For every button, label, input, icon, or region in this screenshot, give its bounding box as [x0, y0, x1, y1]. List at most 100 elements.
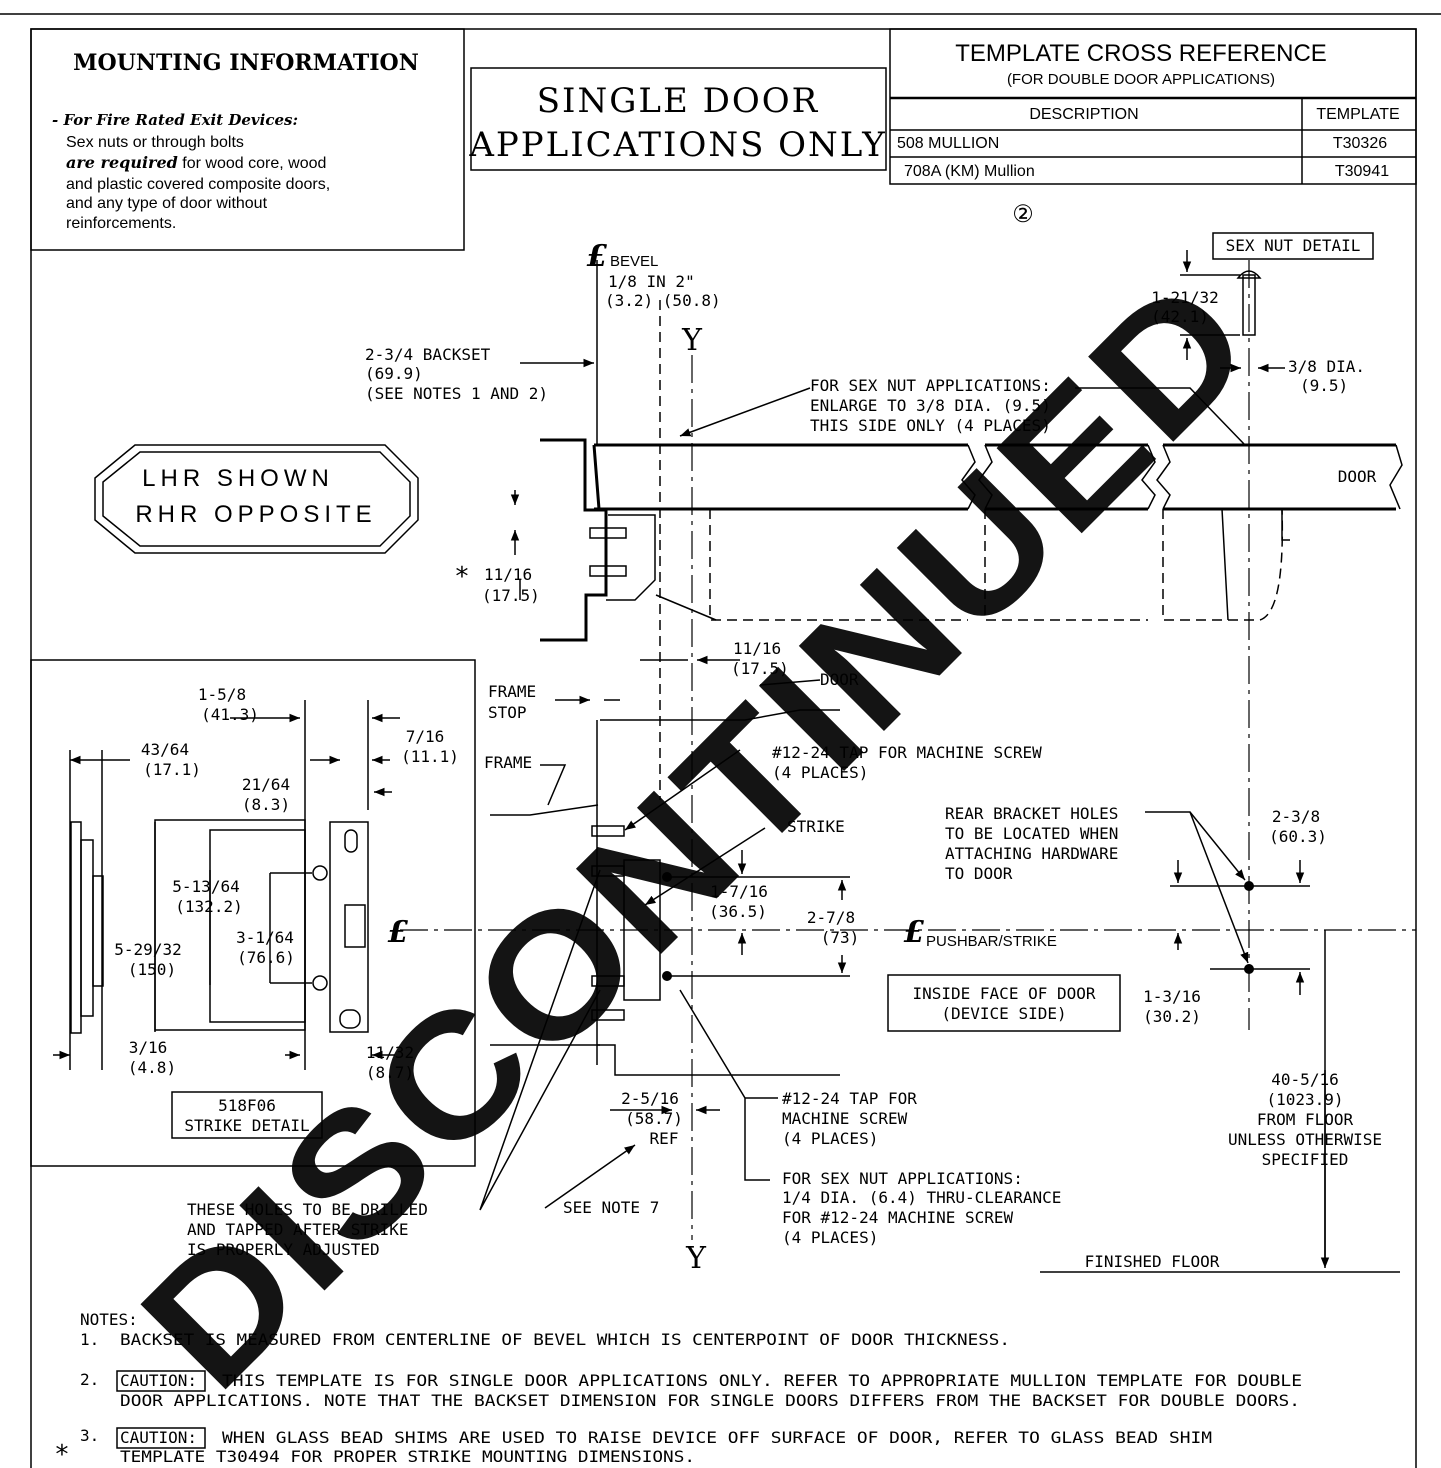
- cross-ref-row-2-template: T30941: [1335, 163, 1389, 180]
- tap2-line-1: #12-24 TAP FOR: [782, 1089, 917, 1108]
- note-2-line-a: THIS TEMPLATE IS FOR SINGLE DOOR APPLICA…: [222, 1371, 1302, 1390]
- dim-3-16: 3/16: [129, 1038, 168, 1057]
- bevel-mm: (3.2) (50.8): [605, 291, 721, 310]
- bevel-label: BEVEL: [610, 253, 658, 270]
- dim-5-29-32: 5-29/32: [114, 940, 181, 959]
- see-note-7: SEE NOTE 7: [563, 1198, 659, 1217]
- y-axis-bottom: Y: [685, 1241, 707, 1276]
- mounting-line-1: Sex nuts or through bolts: [66, 134, 244, 151]
- dim-1-5-8-mm: (41.3): [201, 705, 259, 724]
- dim-1-7-16: 1-7/16: [710, 882, 768, 901]
- cross-ref-col-description: DESCRIPTION: [1029, 106, 1138, 123]
- dim-2-7-8-mm: (73): [821, 928, 860, 947]
- sex-nut-detail-label: SEX NUT DETAIL: [1226, 236, 1361, 255]
- note-2-caution: CAUTION:: [120, 1371, 197, 1390]
- dim-2-3-8: 2-3/8: [1272, 807, 1320, 826]
- nut-dia-mm: (9.5): [1300, 376, 1348, 395]
- dim-2-5-16: 2-5/16: [621, 1089, 679, 1108]
- dim-7-16: 7/16: [406, 727, 445, 746]
- rear-bracket-line-1: REAR BRACKET HOLES: [945, 804, 1118, 823]
- tap-note-line-2: (4 PLACES): [772, 763, 868, 782]
- mounting-line-2: are required for wood core, wood: [66, 153, 326, 172]
- strike-label: STRIKE: [787, 817, 845, 836]
- strike-detail-panel: 1-5/8 (41.3) 7/16 (11.1) 43/64 (17.1) 21…: [30, 659, 476, 1167]
- ref-label: REF: [650, 1129, 679, 1148]
- bevel-ratio: 1/8 IN 2": [608, 272, 695, 291]
- holes-note-line-3: IS PROPERLY ADJUSTED: [187, 1240, 380, 1259]
- cl-pushbar: £: [904, 915, 925, 950]
- strike-detail-model: 518F06: [218, 1096, 276, 1115]
- cross-reference-table: TEMPLATE CROSS REFERENCE (FOR DOUBLE DOO…: [889, 28, 1417, 185]
- nut-length: 1-21/32: [1151, 288, 1218, 307]
- holes-note-line-1: THESE HOLES TO BE DRILLED: [187, 1200, 428, 1219]
- sex-nut-2-line-2: 1/4 DIA. (6.4) THRU-CLEARANCE: [782, 1188, 1061, 1207]
- dim-5-13-64: 5-13/64: [172, 877, 239, 896]
- single-door-line-2: APPLICATIONS ONLY: [468, 125, 886, 165]
- height-line-3: FROM FLOOR: [1257, 1110, 1354, 1129]
- star-marker-1: *: [454, 562, 470, 592]
- mounting-bullet-heading: - For Fire Rated Exit Devices:: [52, 111, 298, 129]
- height-dim: 40-5/16: [1271, 1070, 1338, 1089]
- cross-ref-title: TEMPLATE CROSS REFERENCE: [955, 40, 1327, 67]
- dim-1-3-16: 1-3/16: [1143, 987, 1201, 1006]
- cross-ref-col-template: TEMPLATE: [1316, 106, 1399, 123]
- sex-nut-note-line-2: ENLARGE TO 3/8 DIA. (9.5): [810, 396, 1051, 415]
- handing-line-2: RHR OPPOSITE: [135, 501, 376, 528]
- plan-labels: £ BEVEL 1/8 IN 2" (3.2) (50.8) Y Y 2-3/4…: [187, 236, 1382, 1276]
- finished-floor: FINISHED FLOOR: [1085, 1252, 1220, 1271]
- sex-nut-2-line-4: (4 PLACES): [782, 1228, 878, 1247]
- note-1: BACKSET IS MEASURED FROM CENTERLINE OF B…: [120, 1330, 1010, 1349]
- cross-ref-row-1-template: T30326: [1333, 135, 1387, 152]
- mounting-info-box: MOUNTING INFORMATION - For Fire Rated Ex…: [30, 28, 465, 251]
- mounting-line-3: and plastic covered composite doors,: [66, 176, 330, 193]
- note-3-number: 3.: [80, 1426, 99, 1445]
- handing-line-1: LHR SHOWN: [142, 465, 334, 492]
- mounting-title: MOUNTING INFORMATION: [73, 50, 419, 76]
- frame-label: FRAME: [484, 753, 532, 772]
- sex-nut-note-line-1: FOR SEX NUT APPLICATIONS:: [810, 376, 1051, 395]
- nut-length-mm: (42.1): [1151, 307, 1209, 326]
- cross-ref-subtitle: (FOR DOUBLE DOOR APPLICATIONS): [1007, 71, 1275, 88]
- dim-21-64: 21/64: [242, 775, 290, 794]
- dim-11-16-left: 11/16: [484, 565, 532, 584]
- dim-5-29-32-mm: (150): [128, 960, 176, 979]
- cl-bevel-symbol: £: [587, 239, 608, 274]
- dim-11-32-mm: (8.7): [366, 1063, 414, 1082]
- mounting-line-4: and any type of door without: [66, 195, 268, 212]
- tap2-line-3: (4 PLACES): [782, 1129, 878, 1148]
- pushbar-label: PUSHBAR/STRIKE: [926, 933, 1057, 950]
- note-1-number: 1.: [80, 1330, 99, 1349]
- notes-heading: NOTES:: [80, 1310, 138, 1329]
- mounting-line-5: reinforcements.: [66, 215, 176, 232]
- height-dim-mm: (1023.9): [1266, 1090, 1343, 1109]
- dim-11-32: 11/32: [366, 1043, 414, 1062]
- device-side-line-2: (DEVICE SIDE): [941, 1004, 1066, 1023]
- door-label: DOOR: [1338, 467, 1377, 486]
- dim-2-7-8: 2-7/8: [807, 908, 855, 927]
- cl-strike-left: £: [388, 915, 409, 950]
- dim-11-16-right-mm: (17.5): [731, 659, 789, 678]
- dim-7-16-mm: (11.1): [401, 747, 459, 766]
- y-axis-top: Y: [681, 323, 703, 358]
- dim-3-16-mm: (4.8): [128, 1058, 176, 1077]
- door-leader-label: DOOR: [820, 670, 859, 689]
- note-2-number: 2.: [80, 1370, 99, 1389]
- rear-bracket-line-4: TO DOOR: [945, 864, 1013, 883]
- height-line-5: SPECIFIED: [1262, 1150, 1349, 1169]
- note-3-line-b: TEMPLATE T30494 FOR PROPER STRIKE MOUNTI…: [120, 1447, 695, 1466]
- strike-detail-title: STRIKE DETAIL: [184, 1116, 309, 1135]
- frame-stop-line-2: STOP: [488, 703, 527, 722]
- note-2-line-b: DOOR APPLICATIONS. NOTE THAT THE BACKSET…: [120, 1391, 1300, 1410]
- dim-1-7-16-mm: (36.5): [709, 902, 767, 921]
- single-door-box: SINGLE DOOR APPLICATIONS ONLY: [468, 67, 887, 171]
- nut-dia: 3/8 DIA.: [1288, 357, 1365, 376]
- cross-ref-row-1-description: 508 MULLION: [897, 135, 999, 152]
- tap2-line-2: MACHINE SCREW: [782, 1109, 908, 1128]
- mounting-emphasis: are required: [66, 153, 178, 172]
- dim-1-5-8: 1-5/8: [198, 685, 246, 704]
- backset: 2-3/4 BACKSET: [365, 345, 491, 364]
- single-door-line-1: SINGLE DOOR: [537, 81, 819, 121]
- dim-2-3-8-mm: (60.3): [1269, 827, 1327, 846]
- mounting-line-2-rest: for wood core, wood: [178, 155, 327, 172]
- tap-note-line-1: #12-24 TAP FOR MACHINE SCREW: [772, 743, 1042, 762]
